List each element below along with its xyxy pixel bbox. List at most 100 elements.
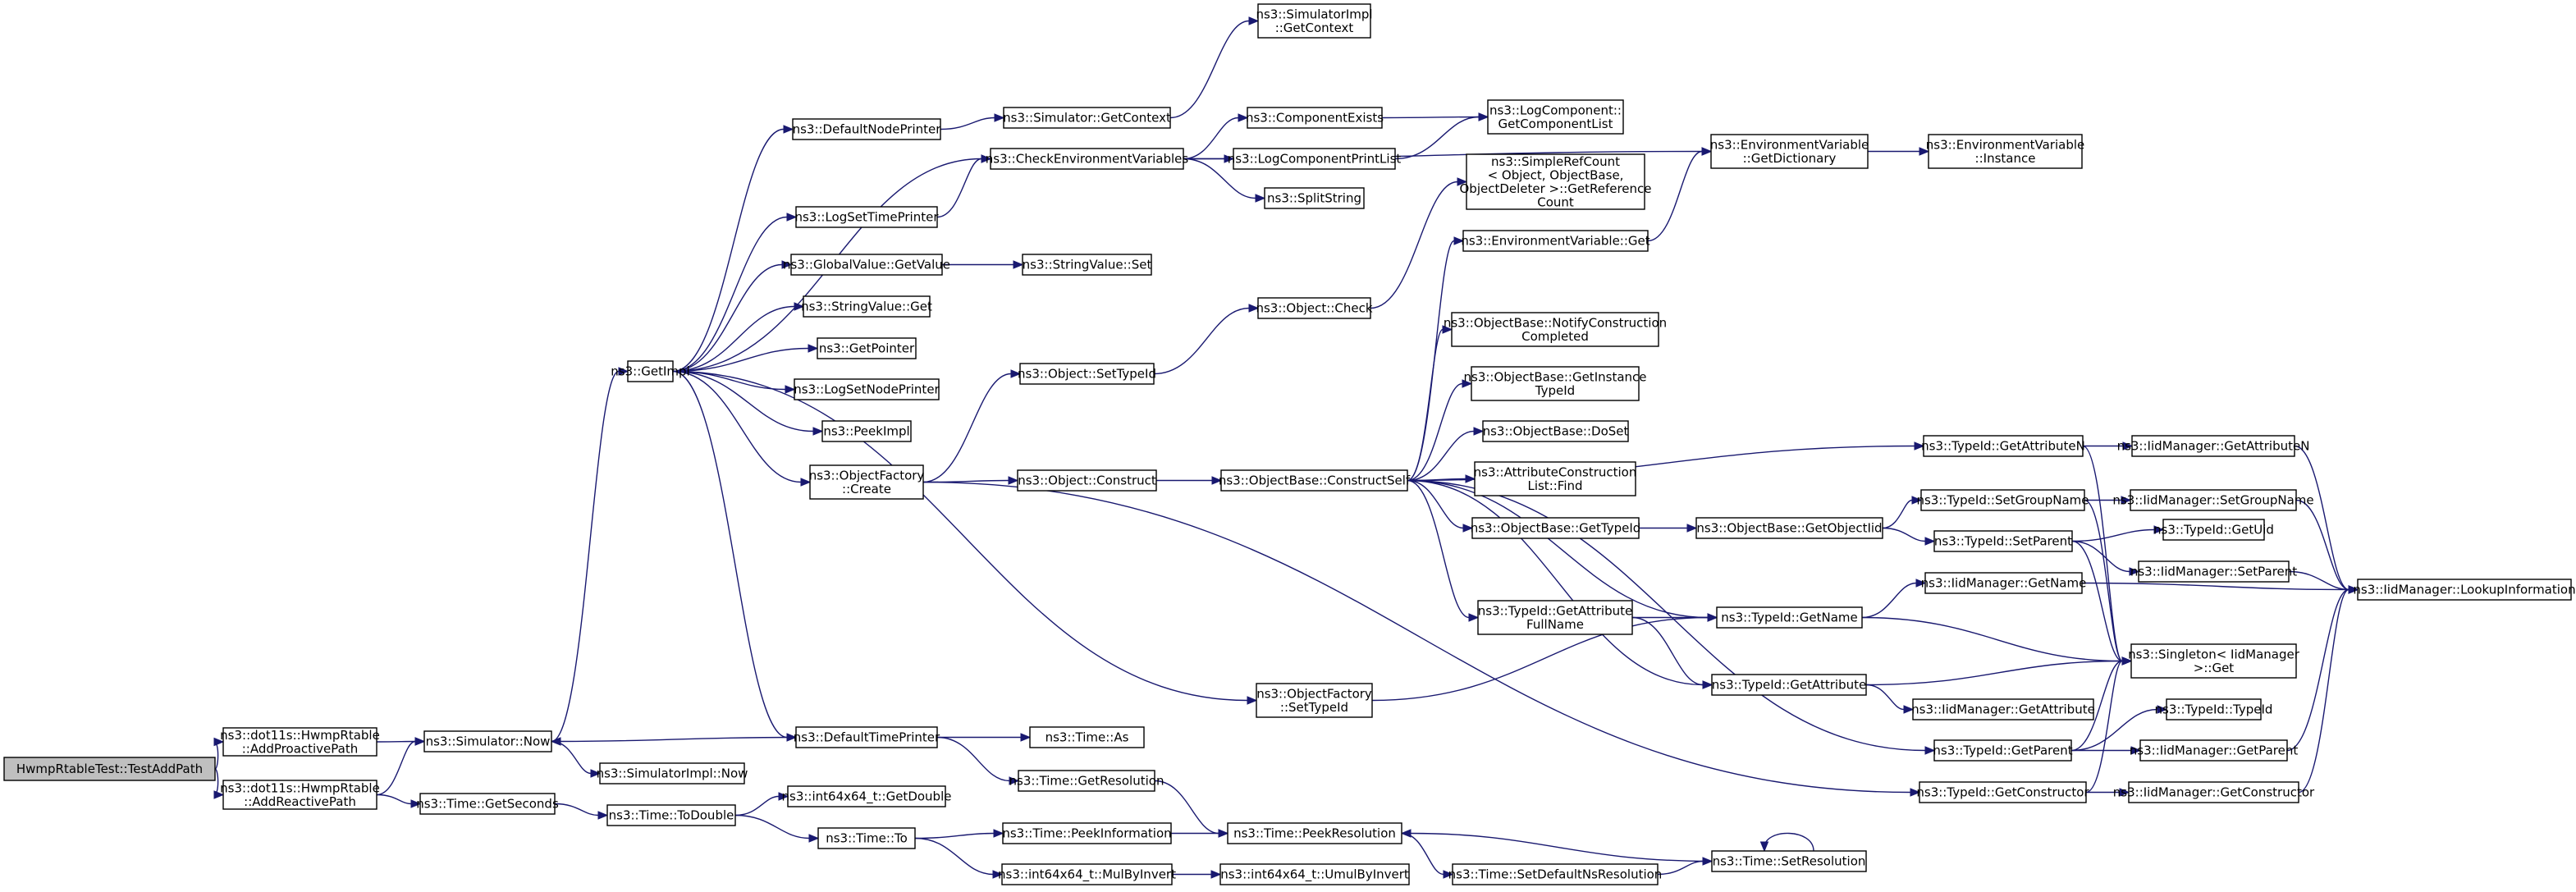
function-node-obGetObjectIid[interactable]: ns3::ObjectBase::GetObjectIid: [1695, 517, 1883, 539]
function-node-simGetContext[interactable]: ns3::Simulator::GetContext: [1003, 107, 1171, 129]
function-node-iidGetParent[interactable]: ns3::IidManager::GetParent: [2130, 739, 2299, 762]
function-node-toDouble[interactable]: ns3::Time::ToDouble: [606, 804, 736, 826]
function-node-timeAs[interactable]: ns3::Time::As: [1029, 726, 1145, 748]
function-node-getDouble[interactable]: ns3::int64x64_t::GetDouble: [782, 785, 952, 807]
function-node-iidGetName[interactable]: ns3::IidManager::GetName: [1921, 572, 2087, 594]
function-node-iidGetAttributeN[interactable]: ns3::IidManager::GetAttributeN: [2117, 435, 2310, 457]
function-node-umulByInvert[interactable]: ns3::int64x64_t::UmulByInvert: [1219, 863, 1410, 885]
function-node-objConstruct[interactable]: ns3::Object::Construct: [1017, 469, 1157, 492]
edge-arrowhead: [618, 367, 629, 376]
function-node-envVarInstance[interactable]: ns3::EnvironmentVariable::Instance: [1926, 134, 2084, 169]
function-node-root[interactable]: HwmpRtableTest::TestAddPath: [3, 757, 216, 781]
edge-line: [1865, 684, 1905, 711]
call-edge-toDouble-to-getDouble: [734, 792, 789, 817]
call-edge-tidGetParent-to-iidGetParent: [2071, 746, 2142, 755]
function-node-obNotifyCC[interactable]: ns3::ObjectBase::NotifyConstructionCompl…: [1444, 312, 1667, 347]
function-node-ofCreate[interactable]: ns3::ObjectFactory::Create: [809, 464, 925, 500]
function-node-obConstructSelf[interactable]: ns3::ObjectBase::ConstructSelf: [1219, 469, 1411, 492]
node-box: [809, 464, 924, 500]
function-node-iidGetAttribute[interactable]: ns3::IidManager::GetAttribute: [1911, 698, 2095, 720]
function-node-compExists[interactable]: ns3::ComponentExists: [1246, 107, 1384, 129]
call-edge-obConstructSelf-to-obGetTypeId: [1407, 479, 1474, 533]
function-node-tidGetAttributeN[interactable]: ns3::TypeId::GetAttributeN: [1921, 435, 2085, 457]
edge-line: [672, 128, 785, 373]
function-node-logCompPrintList[interactable]: ns3::LogComponentPrintList: [1228, 148, 1402, 170]
call-edge-tidSetGroupName-to-iidSetGroupName: [2084, 496, 2132, 505]
function-node-simImplNow[interactable]: ns3::SimulatorImpl::Now: [597, 762, 748, 785]
function-node-defTimePrinter[interactable]: ns3::DefaultTimePrinter: [794, 726, 940, 748]
function-node-tidSetParent[interactable]: ns3::TypeId::SetParent: [1933, 530, 2073, 552]
function-node-peekRes[interactable]: ns3::Time::PeekResolution: [1227, 822, 1402, 844]
function-node-envVarGetDict[interactable]: ns3::EnvironmentVariable::GetDictionary: [1710, 134, 1869, 169]
edge-line: [554, 803, 599, 817]
node-box: [1471, 517, 1640, 539]
function-node-tidGetParent[interactable]: ns3::TypeId::GetParent: [1933, 739, 2073, 762]
function-node-simpleRefCount[interactable]: ns3::SimpleRefCount< Object, ObjectBase,…: [1459, 153, 1652, 210]
function-node-iidSetGroupName[interactable]: ns3::IidManager::SetGroupName: [2112, 489, 2314, 511]
function-node-tidGetUid[interactable]: ns3::TypeId::GetUid: [2153, 519, 2274, 541]
function-node-svSet[interactable]: ns3::StringValue::Set: [1022, 254, 1152, 276]
node-label: ns3::Simulator::GetContext: [1003, 111, 1171, 126]
call-edge-getImpl-to-ofSetTypeId: [672, 370, 1258, 705]
function-node-setDefaultNsRes[interactable]: ns3::Time::SetDefaultNsResolution: [1448, 863, 1663, 885]
function-node-mulByInvert[interactable]: ns3::int64x64_t::MulByInvert: [998, 863, 1176, 885]
function-node-ofSetTypeId[interactable]: ns3::ObjectFactory::SetTypeId: [1256, 683, 1373, 718]
edge-arrowhead: [410, 799, 422, 808]
function-node-timeGetRes[interactable]: ns3::Time::GetResolution: [1009, 770, 1164, 792]
function-node-tidTypeId[interactable]: ns3::TypeId::TypeId: [2155, 698, 2273, 720]
function-node-tidGetConstructor[interactable]: ns3::TypeId::GetConstructor: [1916, 781, 2089, 803]
call-edge-tidGetConstructor-to-singletonGet: [2085, 656, 2133, 794]
function-node-obGetTypeId[interactable]: ns3::ObjectBase::GetTypeId: [1471, 517, 1641, 539]
function-node-checkEnv[interactable]: ns3::CheckEnvironmentVariables: [986, 148, 1189, 170]
function-node-getSeconds[interactable]: ns3::Time::GetSeconds: [416, 793, 559, 815]
function-node-peekInfo[interactable]: ns3::Time::PeekInformation: [1002, 822, 1172, 844]
function-node-obDoSet[interactable]: ns3::ObjectBase::DoSet: [1482, 420, 1629, 442]
node-label: ns3::IidManager::GetAttribute: [1911, 702, 2095, 717]
node-box: [787, 785, 946, 807]
function-node-objCheck[interactable]: ns3::Object::Check: [1256, 297, 1373, 319]
node-box: [1487, 99, 1624, 135]
call-edge-tidGetName-to-iidGetName: [1861, 579, 1927, 619]
function-node-tidGetAttribute[interactable]: ns3::TypeId::GetAttribute: [1711, 674, 1867, 696]
function-node-simImplGetContext[interactable]: ns3::SimulatorImpl::GetContext: [1256, 3, 1373, 39]
function-node-iidLookupInfo[interactable]: ns3::IidManager::LookupInformation: [2353, 579, 2576, 601]
function-node-getPointer[interactable]: ns3::GetPointer: [817, 337, 917, 359]
node-label: ns3::DefaultTimePrinter: [794, 730, 940, 745]
function-node-getImpl[interactable]: ns3::GetImpl: [611, 360, 690, 382]
edge-arrowhead: [1010, 369, 1022, 378]
function-node-logSetNodePrinter[interactable]: ns3::LogSetNodePrinter: [794, 378, 940, 400]
node-label: ns3::LogComponentPrintList: [1228, 152, 1402, 167]
edge-arrowhead: [1248, 304, 1260, 313]
function-node-timeSetRes[interactable]: ns3::Time::SetResolution: [1711, 850, 1867, 872]
function-node-logCompGetList[interactable]: ns3::LogComponent::GetComponentList: [1487, 99, 1624, 135]
edge-arrowhead: [781, 260, 793, 269]
node-label: ns3::DefaultNodePrinter: [793, 122, 942, 137]
function-node-svGet[interactable]: ns3::StringValue::Get: [801, 295, 932, 318]
function-node-logSetTimePrinter[interactable]: ns3::LogSetTimePrinter: [794, 206, 939, 228]
node-box: [1477, 600, 1633, 635]
function-node-tidSetGroupName[interactable]: ns3::TypeId::SetGroupName: [1916, 489, 2089, 511]
function-node-objSetTypeId[interactable]: ns3::Object::SetTypeId: [1018, 363, 1156, 385]
function-node-defNodePrinter[interactable]: ns3::DefaultNodePrinter: [792, 118, 942, 140]
function-node-timeTo[interactable]: ns3::Time::To: [817, 827, 916, 849]
edge-line: [2298, 588, 2350, 794]
function-node-splitString[interactable]: ns3::SplitString: [1264, 187, 1365, 209]
function-node-tidGetName[interactable]: ns3::TypeId::GetName: [1716, 606, 1863, 629]
edge-line: [1407, 430, 1475, 482]
function-node-gvGetValue[interactable]: ns3::GlobalValue::GetValue: [783, 254, 950, 276]
function-node-iidGetConstructor[interactable]: ns3::IidManager::GetConstructor: [2113, 781, 2315, 803]
node-label: ns3::Time::ToDouble: [609, 808, 734, 823]
function-node-singletonGet[interactable]: ns3::Singleton< IidManager>::Get: [2128, 643, 2300, 679]
function-node-envVarGet[interactable]: ns3::EnvironmentVariable::Get: [1461, 230, 1650, 252]
function-node-addProactive[interactable]: ns3::dot11s::HwmpRtable::AddProactivePat…: [220, 727, 380, 757]
function-node-simNow[interactable]: ns3::Simulator::Now: [423, 730, 552, 752]
function-node-iidSetParent[interactable]: ns3::IidManager::SetParent: [2130, 560, 2297, 583]
node-box: [1452, 863, 1659, 885]
node-box: [222, 727, 377, 757]
function-node-addReactive[interactable]: ns3::dot11s::HwmpRtable::AddReactivePath: [220, 780, 380, 810]
edge-line: [1394, 116, 1480, 160]
function-node-peekImpl[interactable]: ns3::PeekImpl: [821, 420, 912, 442]
